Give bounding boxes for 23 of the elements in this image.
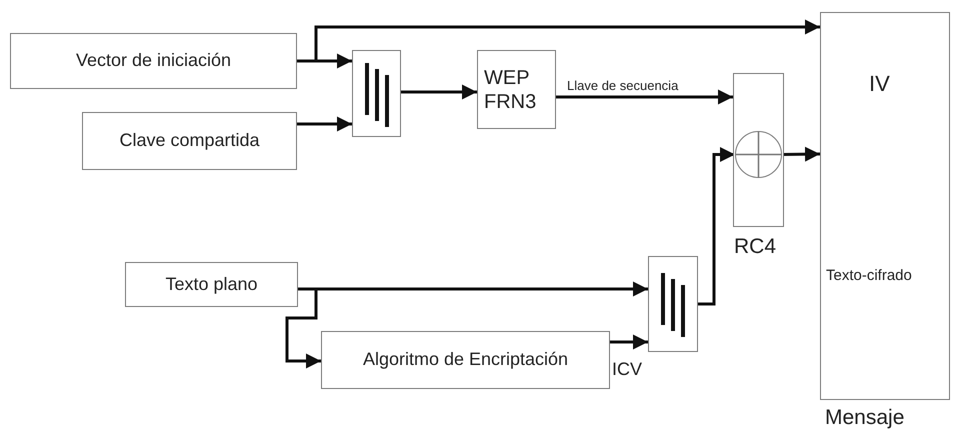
process-box bbox=[321, 331, 610, 389]
arrow bbox=[698, 147, 735, 306]
field-label: IV bbox=[869, 71, 890, 98]
arrow bbox=[610, 334, 648, 350]
field-label: Texto-cifrado bbox=[826, 267, 912, 285]
process-box bbox=[82, 112, 297, 170]
node-label: Clave compartida bbox=[119, 130, 260, 152]
arrow bbox=[401, 84, 477, 100]
node-label: Algoritmo de Encriptación bbox=[362, 349, 568, 371]
concatenation-box bbox=[352, 50, 401, 137]
box-title: Mensaje bbox=[825, 405, 904, 430]
process-box bbox=[10, 33, 297, 89]
arrow bbox=[297, 116, 352, 132]
arrow bbox=[556, 90, 733, 104]
process-box bbox=[125, 262, 298, 307]
node-label: WEP FRN3 bbox=[484, 66, 538, 114]
edge-label: Llave de secuencia bbox=[566, 78, 680, 93]
concatenation-box bbox=[648, 256, 698, 352]
process-box bbox=[477, 50, 556, 129]
arrow bbox=[286, 288, 321, 368]
node-label: Vector de iniciación bbox=[76, 50, 232, 72]
box-title: RC4 bbox=[734, 234, 776, 260]
node-label: Texto plano bbox=[165, 274, 258, 296]
